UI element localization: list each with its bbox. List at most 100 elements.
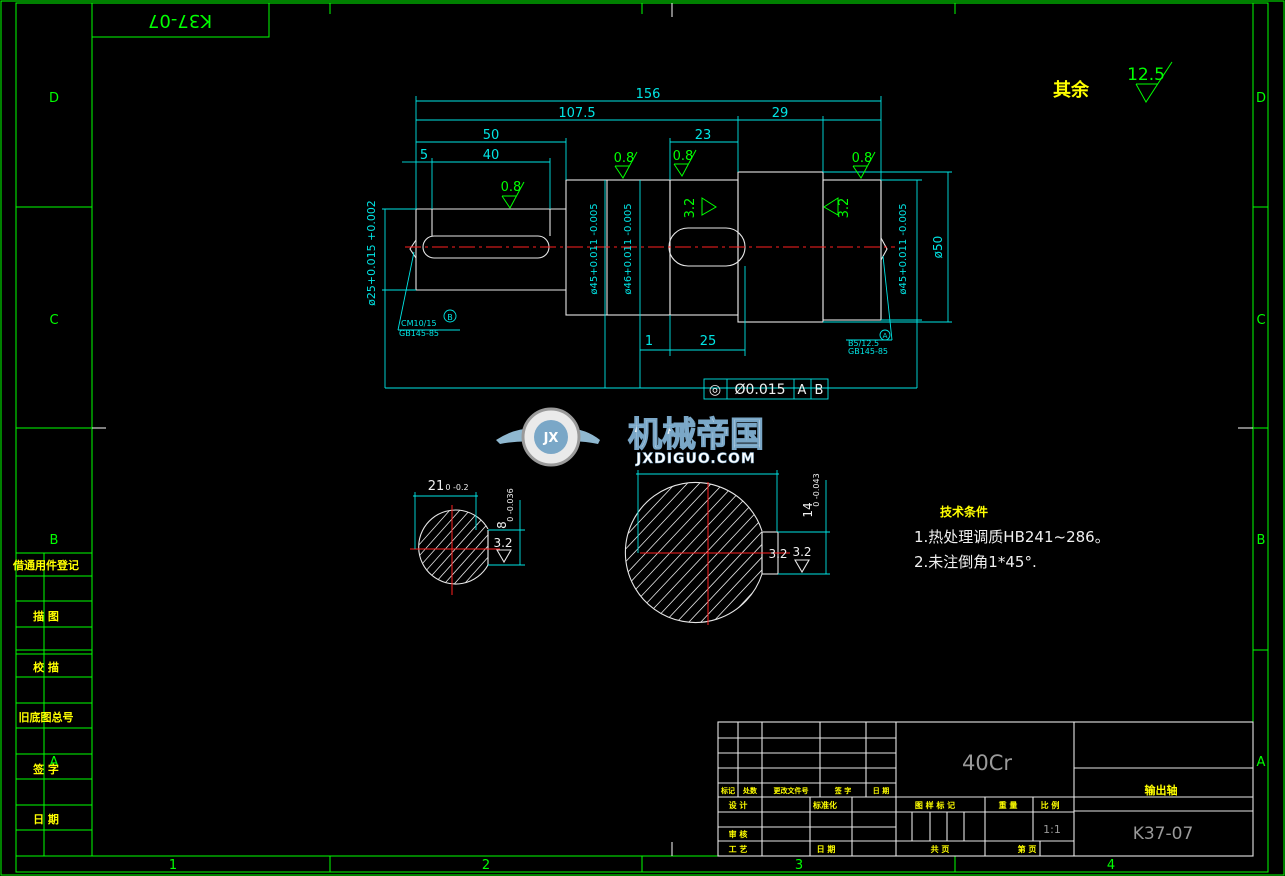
title-date-label: 日 期: [817, 844, 836, 854]
tolerance-concentricity-symbol: ◎: [709, 382, 721, 398]
roughness-symbol-46: [673, 149, 697, 177]
keyway-right: [668, 227, 746, 267]
zone-row-c-right: C: [1256, 313, 1265, 328]
title-row-count: 处数: [742, 786, 758, 795]
title-drawing-number: K37-07: [1133, 824, 1194, 844]
roughness-general-value: 12.5: [1127, 65, 1165, 85]
title-scale: 1:1: [1043, 823, 1061, 836]
logo-url-text: JXDIGUO.COM: [635, 451, 756, 467]
strip-tracing: 描 图: [33, 609, 59, 623]
center-hole-right-code: B5/12.5: [848, 339, 879, 348]
title-block-grid: [717, 721, 1254, 857]
dim-5: 5: [420, 148, 428, 163]
roughness-general-symbol: [1135, 61, 1173, 103]
zone-col-3: 3: [795, 858, 803, 873]
dim-40: 40: [483, 148, 500, 163]
title-row-signature: 签 字: [834, 786, 851, 795]
rotated-number-box: K37-07: [91, 2, 270, 38]
small-depth-dim: 8: [495, 521, 509, 529]
title-review: 审 核: [729, 829, 748, 839]
title-row-change-doc: 更改文件号: [774, 786, 809, 795]
roughness-side-right: 3.2: [837, 198, 852, 219]
title-row-date: 日 期: [873, 786, 889, 795]
roughness-45-left: 0.8: [614, 151, 635, 166]
roughness-symbol-45-left: [614, 151, 638, 179]
dia-50-label: ø50: [931, 236, 945, 259]
roughness-keyway: 0.8: [501, 180, 522, 195]
tolerance-datum-b: B: [815, 383, 824, 398]
zone-col-4: 4: [1107, 858, 1115, 873]
roughness-symbol-45-right: [852, 151, 876, 179]
roughness-symbol-side-right: [823, 197, 839, 216]
tolerance-frame: [703, 378, 829, 400]
zone-row-a-left: A: [50, 755, 59, 770]
dim-156: 156: [636, 87, 661, 102]
title-weight: 重 量: [999, 800, 1018, 810]
small-roughness-symbol: [496, 549, 512, 564]
title-stage-mark: 图 样 标 记: [915, 800, 955, 810]
title-standardization: 标准化: [812, 800, 837, 810]
zone-col-2: 2: [482, 858, 490, 873]
large-roughness-2: 3.2: [792, 545, 811, 559]
logo-gear-center: [534, 420, 568, 454]
datum-circle-left: [443, 309, 457, 323]
small-depth-tol: 0 -0.036: [506, 488, 515, 521]
datum-left-letter: B: [447, 313, 453, 322]
zone-col-1: 1: [169, 858, 177, 873]
logo-badge-text: JX: [543, 431, 559, 446]
dim-29: 29: [772, 106, 789, 121]
dia-45-right-label: ø45+0.011 -0.005: [898, 203, 909, 294]
tech-req-line2: 2.未注倒角1*45°.: [914, 553, 1037, 571]
tech-req-title: 技术条件: [940, 504, 988, 519]
center-hole-left-shape: [409, 239, 417, 259]
keyway-left: [422, 235, 550, 259]
tolerance-datum-a: A: [798, 383, 807, 398]
roughness-general-label: 其余: [1053, 79, 1090, 101]
watermark-logo: JX 机械帝国 JXDIGUO.COM: [496, 407, 765, 467]
zone-row-a-right: A: [1257, 755, 1266, 770]
strip-signature: 签 字: [32, 762, 59, 776]
section-small: [410, 492, 525, 595]
dim-107-5: 107.5: [558, 106, 595, 121]
strip-check-tracing: 校 描: [33, 660, 59, 674]
zone-row-b-right: B: [1257, 533, 1266, 548]
left-strip: [15, 552, 93, 857]
dim-23: 23: [695, 128, 712, 143]
title-process: 工 艺: [729, 844, 748, 854]
roughness-symbol-keyway: [501, 181, 525, 209]
roughness-45-right: 0.8: [852, 151, 873, 166]
roughness-side-left: 3.2: [683, 198, 698, 219]
small-width-dim: 21: [428, 479, 445, 494]
title-sheet-no: 第 页: [1018, 844, 1037, 854]
title-row-mark: 标记: [720, 786, 735, 795]
large-roughness-symbol: [794, 559, 810, 574]
datum-right-letter: A: [883, 332, 888, 340]
dia-46-label: ø46+0.011 -0.005: [623, 203, 634, 294]
roughness-46: 0.8: [673, 149, 694, 164]
center-hole-left-code: CM10/15: [401, 319, 437, 328]
zone-row-c-left: C: [49, 313, 58, 328]
strip-old-drawing-no: 旧底图总号: [19, 710, 74, 724]
zone-row-d-right: D: [1256, 91, 1266, 106]
tolerance-value: Ø0.015: [734, 382, 785, 398]
zone-row-b-left: B: [50, 533, 59, 548]
tech-req-line1: 1.热处理调质HB241~286。: [914, 528, 1110, 546]
strip-date: 日 期: [33, 812, 59, 826]
datum-circle-right: [879, 329, 891, 341]
section-small-hatch: [418, 509, 488, 584]
dia-45-left-label: ø45+0.011 -0.005: [589, 203, 600, 294]
large-roughness: 3.2: [768, 547, 787, 561]
small-width-tol: 0 -0.2: [445, 483, 468, 492]
title-sheet-total: 共 页: [931, 844, 950, 854]
large-depth-dim: 14: [801, 502, 815, 517]
logo-chinese-text: 机械帝国: [628, 415, 764, 455]
center-hole-right-std: GB145-85: [848, 347, 888, 356]
strip-borrow-register: 借通用件登记: [12, 558, 79, 572]
dim-25: 25: [700, 334, 717, 349]
dim-50: 50: [483, 128, 500, 143]
zone-row-d-left: D: [49, 91, 59, 106]
title-part-name: 输出轴: [1145, 783, 1178, 797]
center-hole-right-shape: [880, 237, 888, 261]
